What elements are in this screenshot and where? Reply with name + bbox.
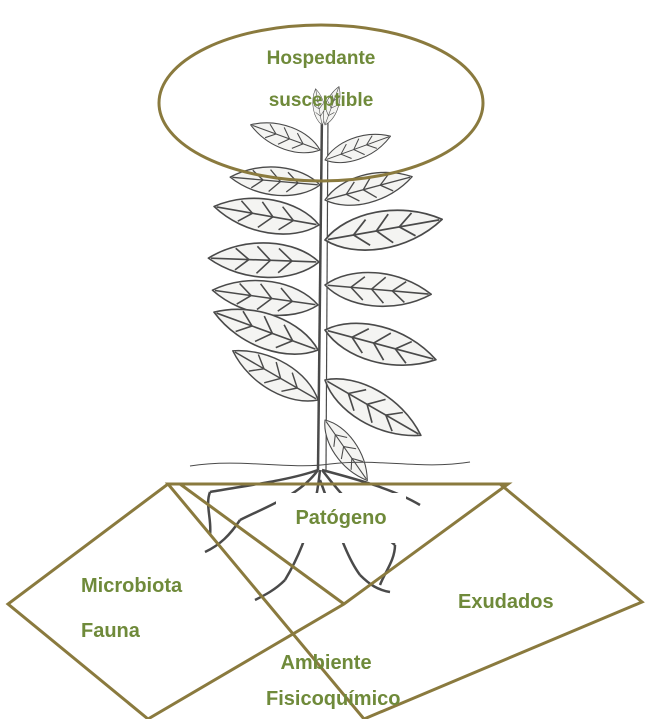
environment-label: Ambiente Fisicoquímico [266,645,386,717]
host-label-line-1: Hospedante [163,38,479,80]
microbiota-label-line-2: Fauna [81,609,182,654]
exudates-label: Exudados [458,587,554,617]
environment-label-line-2: Fisicoquímico [266,681,386,717]
pathogen-label: Patógeno [276,493,406,543]
microbiota-label-line-1: Microbiota [81,564,182,609]
host-label: Hospedante susceptible [163,38,479,122]
microbiota-label: Microbiota Fauna [81,564,182,654]
host-label-line-2: susceptible [163,80,479,122]
environment-label-line-1: Ambiente [266,645,386,681]
